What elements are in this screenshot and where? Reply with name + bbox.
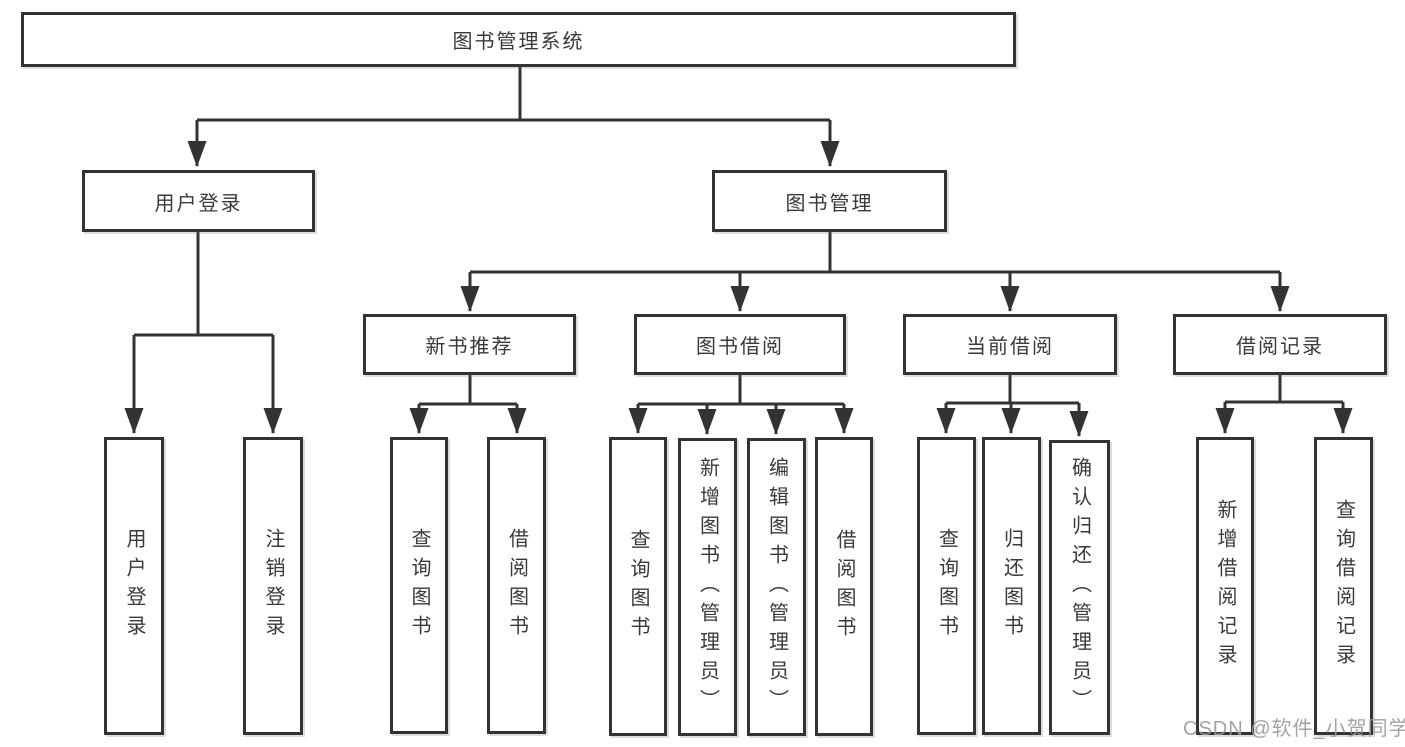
leaf-logout: 注销登录: [243, 437, 303, 735]
connector-book-borrowing-trunk: [638, 375, 844, 406]
leaf-br-query-record: 查询借阅记录: [1314, 437, 1373, 735]
node-book-borrowing: 图书借阅: [634, 314, 846, 375]
leaf-bb-query-books: 查询图书: [609, 437, 667, 736]
node-new-book-recommend: 新书推荐: [363, 314, 576, 375]
leaf-cb-query-books-label: 查询图书: [935, 528, 958, 644]
leaf-bb-add-books-label: 新增图书（管理员）: [696, 456, 719, 718]
leaf-cb-query-books: 查询图书: [917, 437, 976, 735]
leaf-bb-borrow-books-label: 借阅图书: [833, 528, 855, 645]
leaf-br-add-record-label: 新增借阅记录: [1214, 499, 1236, 673]
csdn-watermark: CSDN @软件_小贺同学: [1183, 718, 1405, 740]
node-new-book-recommend-label: 新书推荐: [425, 336, 514, 358]
leaf-nb-query-books-label: 查询图书: [408, 527, 430, 644]
connector-current-borrowing-trunk: [946, 375, 1079, 405]
node-borrowing-records: 借阅记录: [1173, 314, 1387, 375]
node-book-management: 图书管理: [712, 170, 947, 232]
connector-user-login-trunk: [134, 232, 273, 337]
leaf-bb-query-books-label: 查询图书: [627, 528, 649, 645]
leaf-logout-label: 注销登录: [262, 528, 284, 644]
node-user-login: 用户登录: [82, 170, 315, 232]
node-current-borrowing-label: 当前借阅: [966, 336, 1054, 358]
connector-book-management-trunk: [470, 232, 1280, 274]
leaf-cb-confirm-return-label: 确认归还（管理员）: [1068, 457, 1091, 718]
leaf-bb-add-books: 新增图书（管理员）: [678, 438, 737, 736]
node-book-management-label: 图书管理: [785, 192, 874, 215]
leaf-bb-borrow-books: 借阅图书: [815, 437, 873, 736]
leaf-bb-edit-books-label: 编辑图书（管理员）: [765, 456, 788, 718]
connector-new-book-trunk: [419, 375, 517, 406]
connector-root-trunk: [197, 67, 830, 122]
leaf-bb-edit-books: 编辑图书（管理员）: [747, 438, 806, 736]
node-book-borrowing-label: 图书借阅: [696, 336, 784, 358]
leaf-cb-confirm-return: 确认归还（管理员）: [1049, 440, 1110, 735]
leaf-br-add-record: 新增借阅记录: [1196, 437, 1254, 735]
leaf-nb-borrow-books-label: 借阅图书: [505, 527, 528, 644]
leaf-nb-query-books: 查询图书: [390, 437, 448, 734]
node-borrowing-records-label: 借阅记录: [1236, 336, 1324, 358]
connector-borrowing-records-trunk: [1225, 375, 1343, 404]
node-library-system-label: 图书管理系统: [452, 31, 585, 53]
node-user-login-label: 用户登录: [154, 192, 243, 215]
leaf-nb-borrow-books: 借阅图书: [487, 437, 546, 734]
leaf-cb-return-books: 归还图书: [982, 437, 1041, 735]
node-current-borrowing: 当前借阅: [903, 314, 1117, 375]
leaf-cb-return-books-label: 归还图书: [1000, 528, 1023, 644]
leaf-br-query-record-label: 查询借阅记录: [1332, 499, 1355, 673]
node-library-system: 图书管理系统: [21, 12, 1016, 67]
leaf-user-login: 用户登录: [104, 437, 164, 735]
leaf-user-login-label: 用户登录: [123, 528, 145, 644]
